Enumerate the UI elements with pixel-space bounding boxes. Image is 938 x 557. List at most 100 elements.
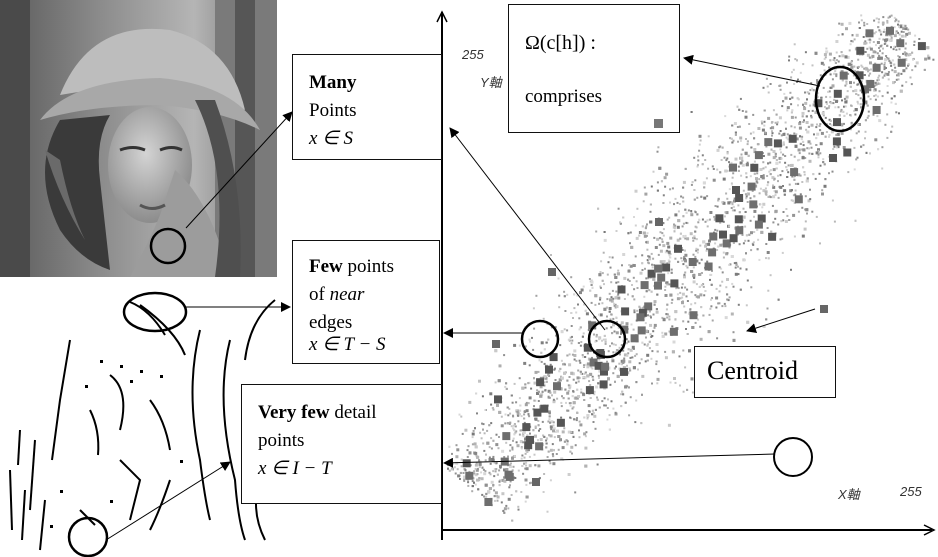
scatter-point (886, 72, 890, 76)
scatter-point (765, 257, 767, 260)
scatter-point (814, 51, 818, 55)
scatter-point (864, 137, 866, 140)
scatter-point (473, 470, 476, 473)
scatter-point (790, 115, 794, 119)
scatter-point (598, 406, 601, 409)
scatter-point (773, 190, 776, 192)
scatter-point (676, 297, 680, 301)
scatter-point (500, 415, 503, 418)
scatter-point (578, 429, 580, 432)
scatter-point (627, 293, 629, 296)
scatter-point (860, 19, 863, 22)
scatter-point (779, 148, 782, 151)
histogram-cell (722, 239, 731, 248)
scatter-point (738, 108, 741, 111)
scatter-point (605, 327, 608, 330)
scatter-point (513, 476, 516, 479)
scatter-point (467, 445, 470, 448)
scatter-point (709, 307, 712, 310)
scatter-point (520, 429, 523, 432)
scatter-point (788, 183, 791, 186)
scatter-point (619, 221, 621, 224)
scatter-point (886, 85, 889, 87)
scatter-point (584, 376, 587, 379)
scatter-point (701, 218, 704, 221)
scatter-point (571, 353, 574, 356)
scatter-point (629, 242, 631, 245)
scatter-point (460, 415, 463, 418)
scatter-point (655, 363, 658, 366)
scatter-point (582, 376, 585, 379)
scatter-point (682, 349, 685, 352)
scatter-point (656, 181, 659, 184)
scatter-point (610, 326, 613, 329)
scatter-point (559, 387, 563, 391)
scatter-point (886, 113, 889, 116)
scatter-point (785, 166, 788, 169)
scatter-point (609, 318, 612, 321)
scatter-point (553, 390, 557, 394)
scatter-point (888, 59, 891, 62)
scatter-point (744, 211, 747, 213)
scatter-point (786, 138, 789, 141)
scatter-point (523, 462, 526, 465)
scatter-point (599, 298, 602, 301)
scatter-point (591, 413, 594, 416)
scatter-point (656, 377, 660, 381)
scatter-point (644, 192, 648, 196)
scatter-point (561, 430, 565, 434)
scatter-point (480, 437, 483, 440)
scatter-point (783, 189, 787, 193)
scatter-point (603, 334, 606, 337)
scatter-point (715, 287, 718, 290)
scatter-point (722, 220, 725, 223)
scatter-point (584, 371, 587, 374)
scatter-point (590, 301, 593, 304)
scatter-point (606, 360, 608, 363)
scatter-point (626, 342, 628, 345)
scatter-point (556, 429, 559, 433)
scatter-point (880, 102, 883, 105)
scatter-point (838, 114, 841, 117)
scatter-point (525, 449, 528, 452)
scatter-point (737, 169, 740, 172)
scatter-point (693, 198, 696, 201)
scatter-point (614, 296, 618, 300)
histogram-cell (897, 58, 906, 67)
scatter-point (644, 360, 647, 363)
scatter-point (866, 47, 869, 50)
scatter-point (629, 356, 632, 359)
scatter-point (524, 383, 527, 386)
scatter-point (464, 428, 468, 432)
scatter-point (732, 172, 735, 175)
scatter-point (781, 105, 784, 108)
scatter-point (823, 163, 826, 166)
scatter-point (492, 484, 495, 486)
scatter-point (804, 208, 807, 211)
scatter-point (452, 462, 455, 465)
scatter-point (518, 413, 521, 416)
scatter-point (568, 385, 572, 389)
scatter-point (745, 252, 747, 255)
scatter-point (513, 455, 516, 458)
scatter-point (897, 20, 900, 23)
scatter-point (579, 372, 582, 375)
scatter-point (867, 38, 870, 41)
scatter-point (881, 95, 884, 98)
scatter-point (831, 199, 834, 202)
scatter-point (838, 22, 841, 25)
scatter-point (543, 381, 546, 384)
scatter-point (543, 473, 546, 475)
scatter-point (587, 404, 591, 408)
scatter-point (810, 114, 813, 117)
scatter-point (550, 420, 554, 424)
scatter-point (817, 148, 820, 152)
scatter-point (586, 365, 590, 369)
scatter-point (753, 160, 756, 163)
scatter-point (664, 350, 667, 353)
scatter-point (652, 170, 655, 173)
scatter-point (853, 65, 856, 68)
scatter-point (897, 31, 899, 34)
histogram-cell (670, 279, 679, 288)
scatter-point (522, 435, 525, 438)
